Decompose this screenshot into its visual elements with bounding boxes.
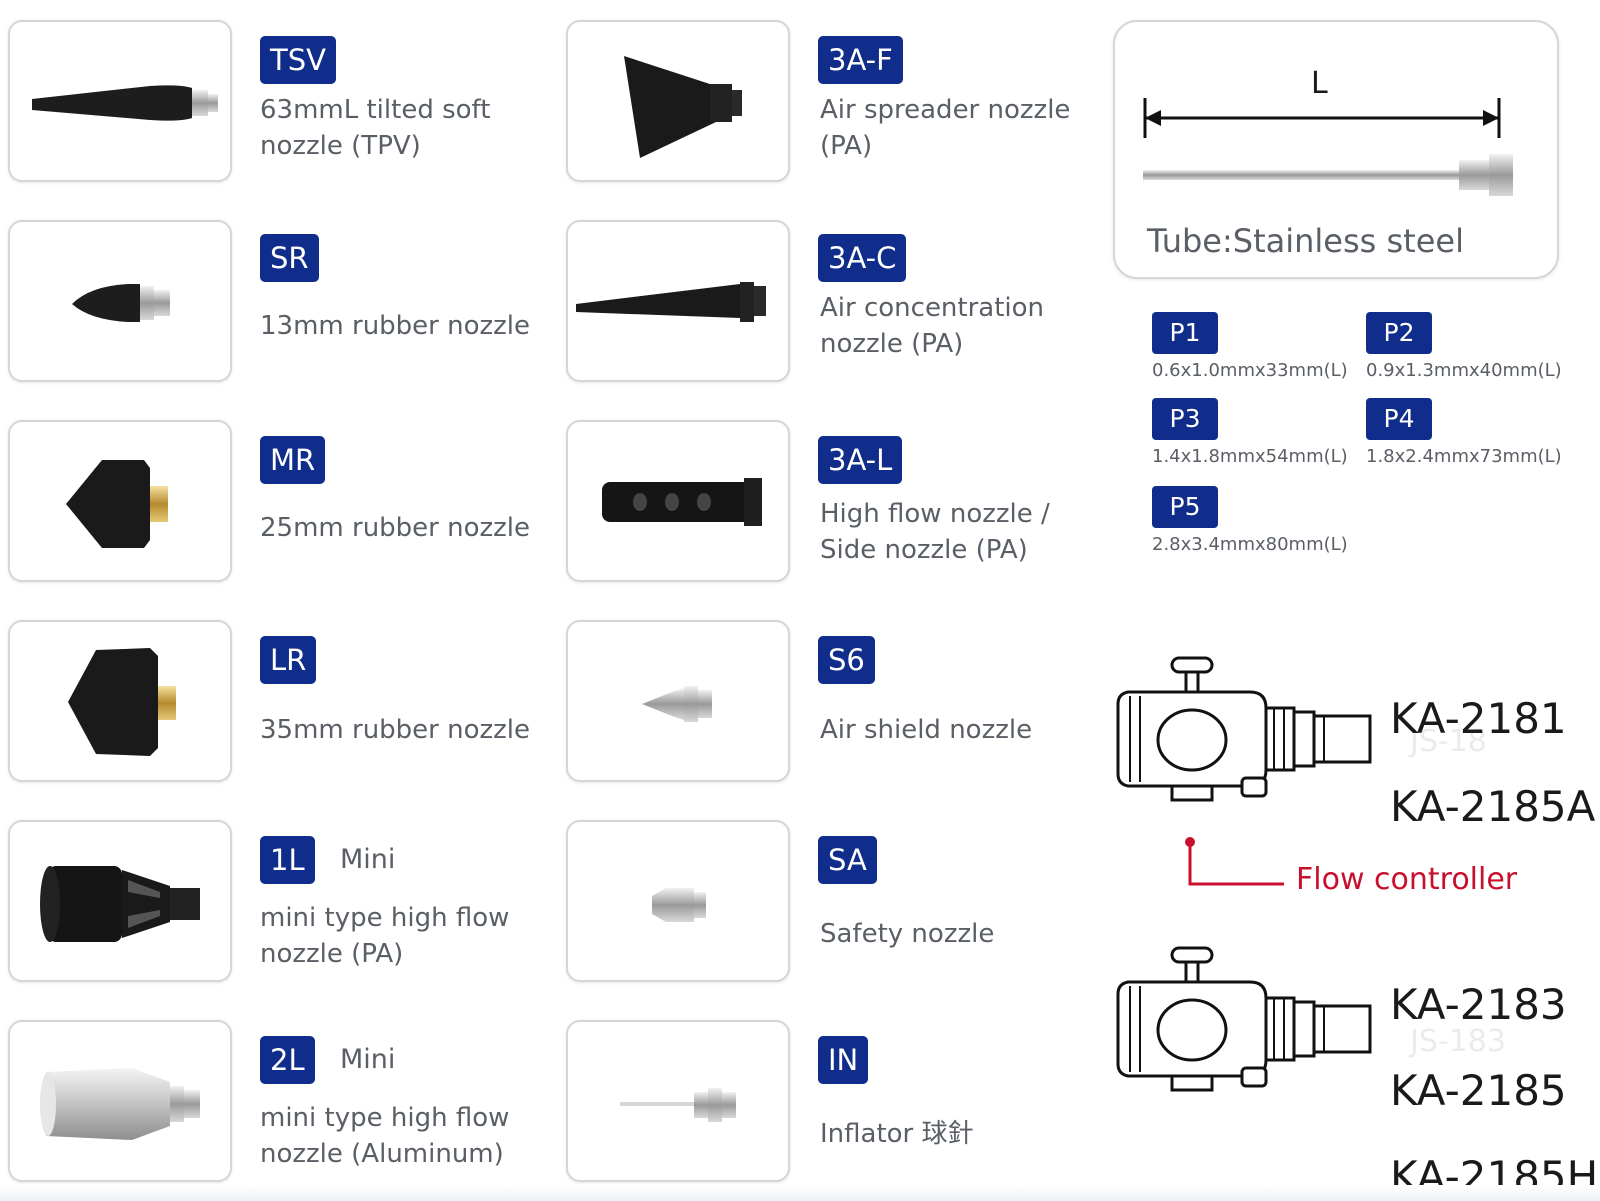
desc-line-1: 13mm rubber nozzle [260,311,531,341]
product-tile-3a-c [566,220,790,382]
product-tile-in [566,1020,790,1182]
tube-diagram-box: L Tube:Stainless steel [1113,20,1559,279]
size-spec-p3: 1.4x1.8mmx54mm(L) [1152,446,1348,467]
model-label-ka-2181: KA-2181 [1390,694,1567,743]
code-badge-3a-f: 3A-F [818,36,903,84]
product-tile-2l [8,1020,232,1182]
desc-line-1: mini type high flow [260,903,510,933]
product-tile-sa [566,820,790,982]
desc-line-1: Inflator 球針 [820,1119,974,1149]
tube-length-diagram [1143,98,1513,196]
flow-controller-pointer [1185,837,1284,886]
blow-gun-drawing-bottom [1116,946,1372,1092]
desc-line-1: Safety nozzle [820,919,995,949]
desc-line-1: 25mm rubber nozzle [260,513,531,543]
desc-line-1: Air concentration [820,293,1045,323]
mini-label: Mini [340,844,396,875]
blow-gun-drawing-top [1116,656,1372,802]
mini-high-flow-nozzle-aluminum-image [40,1068,200,1140]
size-badge-p5: P5 [1152,486,1218,528]
code-badge-mr: MR [260,436,326,484]
code-badge-3a-c: 3A-C [818,234,907,282]
high-flow-side-nozzle-image [602,478,762,526]
code-badge-3a-l: 3A-L [818,436,903,484]
desc-line-2: (PA) [820,131,873,161]
product-tile-tsv [8,20,232,182]
code-badge-sr: SR [260,234,319,282]
code-badge-sa: SA [818,836,877,884]
desc-line-2: nozzle (Aluminum) [260,1139,504,1169]
rubber-nozzle-13mm-image [72,284,170,322]
size-spec-p2: 0.9x1.3mmx40mm(L) [1366,360,1562,381]
size-spec-p5: 2.8x3.4mmx80mm(L) [1152,534,1348,555]
code-badge-s6: S6 [818,636,875,684]
size-badge-p3: P3 [1152,398,1218,440]
size-badge-p2: P2 [1366,312,1432,354]
inflator-needle-image [620,1088,736,1122]
desc-line-1: 63mmL tilted soft [260,95,491,125]
ghost-model-label: JS-18 [1410,724,1487,759]
code-badge-lr: LR [260,636,317,684]
size-badge-p1: P1 [1152,312,1218,354]
product-tile-s6 [566,620,790,782]
rubber-nozzle-25mm-image [66,460,168,548]
tube-material-caption: Tube:Stainless steel [1147,222,1464,260]
model-label-ka-2185a: KA-2185A [1390,782,1596,831]
air-concentration-nozzle-image [576,282,766,322]
desc-line-1: Air spreader nozzle [820,95,1071,125]
tilted-soft-nozzle-image [32,85,218,121]
desc-line-2: Side nozzle (PA) [820,535,1028,565]
model-label-ka-2183: KA-2183 [1390,980,1567,1029]
desc-line-2: nozzle (PA) [820,329,964,359]
desc-line-2: nozzle (TPV) [260,131,421,161]
product-tile-lr [8,620,232,782]
model-label-ka-2185: KA-2185 [1390,1066,1567,1115]
desc-line-1: High flow nozzle / [820,499,1050,529]
code-badge-1l: 1L [260,836,315,884]
air-shield-nozzle-image [642,686,712,722]
code-badge-in: IN [818,1036,869,1084]
length-label: L [1311,66,1328,101]
air-spreader-nozzle-image [624,56,742,158]
product-tile-3a-l [566,420,790,582]
code-badge-tsv: TSV [260,36,336,84]
bottom-edge-fade [0,1185,1600,1201]
size-spec-p1: 0.6x1.0mmx33mm(L) [1152,360,1348,381]
product-tile-3a-f [566,20,790,182]
desc-line-2: nozzle (PA) [260,939,404,969]
size-spec-p4: 1.8x2.4mmx73mm(L) [1366,446,1562,467]
desc-line-1: Air shield nozzle [820,715,1033,745]
flow-controller-label: Flow controller [1296,862,1518,897]
code-badge-2l: 2L [260,1036,315,1084]
product-tile-sr [8,220,232,382]
desc-line-1: 35mm rubber nozzle [260,715,531,745]
rubber-nozzle-35mm-image [68,648,176,756]
safety-nozzle-image [652,888,706,922]
product-tile-mr [8,420,232,582]
size-badge-p4: P4 [1366,398,1432,440]
desc-line-1: mini type high flow [260,1103,510,1133]
ghost-model-label: JS-183 [1410,1024,1506,1059]
mini-high-flow-nozzle-pa-image [40,866,200,942]
mini-label: Mini [340,1044,396,1075]
product-tile-1l [8,820,232,982]
